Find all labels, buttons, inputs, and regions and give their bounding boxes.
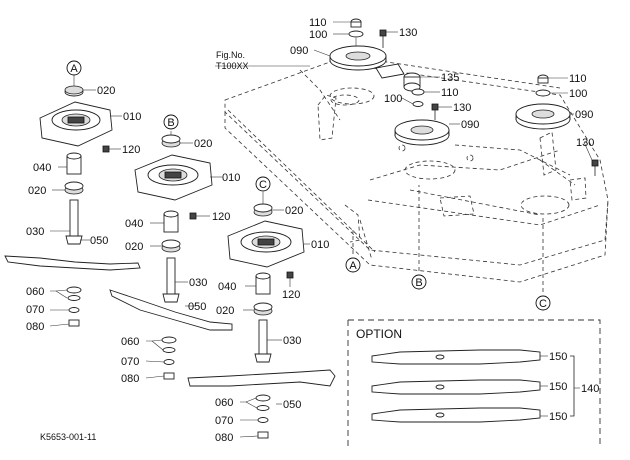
callout-100-right: 100 [569,88,587,100]
callout-050-c: 050 [283,399,301,411]
callout-020-b2: 020 [125,241,143,253]
marker-c-top-label: C [259,179,267,191]
callout-080-a: 080 [26,321,44,333]
marker-c-top [255,176,271,192]
marker-a-top-label: A [70,63,78,75]
washer-100-mid [412,101,424,107]
marker-c-deck [535,295,551,311]
callout-030-a: 030 [26,226,44,238]
marker-c-deck-label: C [539,298,547,310]
callout-090-right: 090 [575,109,593,121]
option-box [347,319,601,448]
callout-070-b: 070 [121,356,139,368]
marker-b-top [163,114,179,130]
marker-b-deck-label: B [415,277,422,289]
callout-070-c: 070 [215,415,233,427]
callout-040-c: 040 [218,281,236,293]
callout-135: 135 [441,72,459,84]
callout-150-2: 150 [549,381,567,393]
pulley-center [394,119,450,146]
drawing-code: K5653-001-11 [40,432,96,442]
callout-150-3: 150 [549,411,567,423]
callout-020-a: 020 [97,85,115,97]
callout-030-b: 030 [189,277,207,289]
callout-060-c: 060 [215,397,233,409]
bolt-130-top [379,29,387,48]
spindle-assembly-a [4,85,141,327]
mower-deck [224,54,609,283]
callout-090-center: 090 [461,119,479,131]
washer-100-right [535,89,551,97]
option-blade-1 [371,349,541,365]
callout-020-c2: 020 [216,305,234,317]
marker-a-deck [345,257,361,273]
option-title: OPTION [356,327,402,341]
callout-020-b: 020 [194,138,212,150]
callout-090-left: 090 [290,45,308,57]
callout-040-a: 040 [33,162,51,174]
callout-020-c: 020 [285,205,303,217]
callout-110-mid: 110 [441,87,459,99]
bracket-135 [375,63,421,92]
marker-b-deck [411,274,427,290]
option-blade-3 [371,407,541,423]
nut-110-right [537,74,549,84]
nut-110-top [350,18,362,28]
callout-010-b: 010 [222,172,240,184]
labels: A B C A B C 020 010 120 040 020 030 050 … [26,17,599,444]
callout-080-b: 080 [121,373,139,385]
callout-050-b: 050 [188,301,206,313]
callout-070-a: 070 [26,304,44,316]
spindle-assembly-c [187,203,336,439]
bolt-130-mid [431,103,439,120]
callout-010-a: 010 [123,111,141,123]
callout-100-mid: 100 [384,93,402,105]
callout-130-mid: 130 [453,102,471,114]
callout-050-a: 050 [90,235,108,247]
pulley-left [329,45,387,71]
callout-150-1: 150 [549,351,567,363]
bolt-130-right [591,159,599,176]
marker-a-top [66,60,82,76]
leader-lines [49,21,593,438]
callout-080-c: 080 [215,432,233,444]
callout-110-top: 110 [309,17,327,29]
callout-110-right: 110 [569,73,587,85]
marker-b-top-label: B [167,117,174,129]
washer-110-mid [411,88,425,96]
callout-060-a: 060 [26,286,44,298]
callout-100-top: 100 [309,29,327,41]
fig-caption-line2: T100XX [216,61,249,71]
marker-a-deck-label: A [349,260,357,272]
callout-010-c: 010 [311,239,329,251]
callout-120-c: 120 [282,289,300,301]
callout-030-c: 030 [283,335,301,347]
callout-140: 140 [581,383,599,395]
option-blade-2 [371,379,541,395]
pulley-right [515,103,571,130]
callout-130-right: 130 [576,137,594,149]
callout-130-top: 130 [399,27,417,39]
fig-caption-line1: Fig.No. [216,50,245,60]
spindle-assembly-b [109,134,233,380]
callout-120-a: 120 [122,144,140,156]
washer-100-top [348,30,364,38]
callout-120-b: 120 [212,211,230,223]
callout-040-b: 040 [125,218,143,230]
callout-060-b: 060 [121,336,139,348]
callout-020-a2: 020 [28,185,46,197]
